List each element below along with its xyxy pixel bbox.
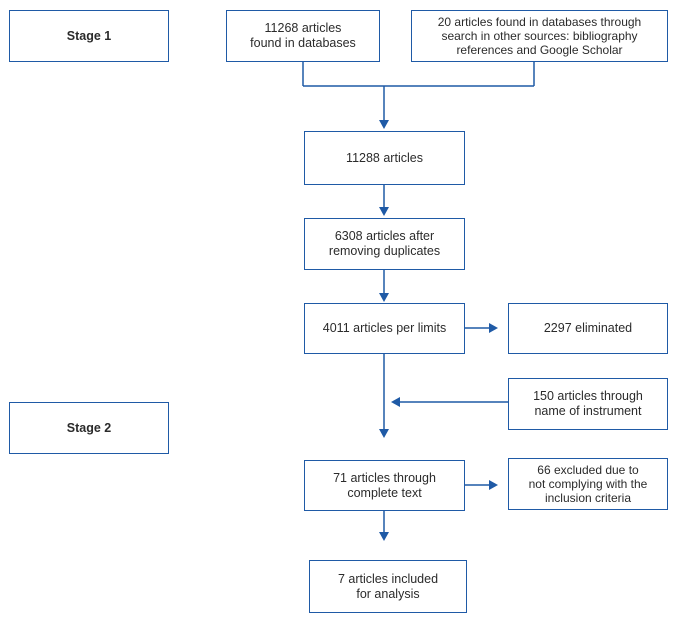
excluded-box: 66 excluded due to not complying with th… <box>508 458 668 510</box>
arrowhead-to-excluded <box>489 480 498 490</box>
included-box: 7 articles included for analysis <box>309 560 467 613</box>
arrowhead-instrument-to-trunk <box>391 397 400 407</box>
stage-2-label: Stage 2 <box>9 402 169 454</box>
arrowhead-to-included <box>379 532 389 541</box>
stage-1-label: Stage 1 <box>9 10 169 62</box>
arrowhead-to-fulltext-trunk <box>379 429 389 438</box>
arrowhead-to-limits <box>379 293 389 302</box>
total-articles-box: 11288 articles <box>304 131 465 185</box>
arrowhead-to-total <box>379 120 389 129</box>
arrowhead-to-eliminated <box>489 323 498 333</box>
instrument-name-box: 150 articles through name of instrument <box>508 378 668 430</box>
other-sources-box: 20 articles found in databases through s… <box>411 10 668 62</box>
databases-box: 11268 articles found in databases <box>226 10 380 62</box>
per-limits-box: 4011 articles per limits <box>304 303 465 354</box>
arrowhead-to-dedup <box>379 207 389 216</box>
eliminated-box: 2297 eliminated <box>508 303 668 354</box>
after-duplicates-box: 6308 articles after removing duplicates <box>304 218 465 270</box>
complete-text-box: 71 articles through complete text <box>304 460 465 511</box>
